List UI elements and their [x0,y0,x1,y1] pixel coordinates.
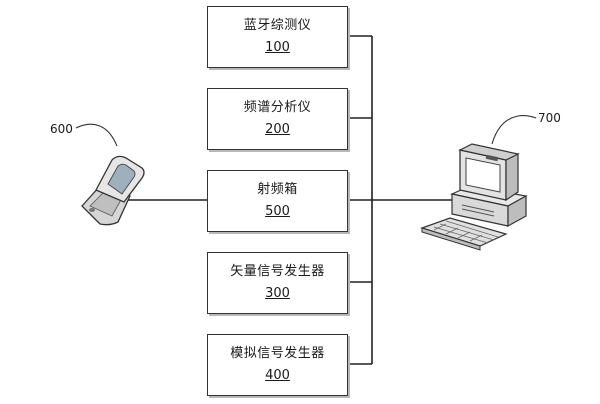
computer-leader-line [491,115,537,145]
bluetooth-tester-block: 蓝牙综测仪 100 [207,6,348,68]
spectrum-analyzer-block: 频谱分析仪 200 [207,88,348,150]
block-name: 矢量信号发生器 [230,264,325,279]
block-name: 模拟信号发生器 [230,346,325,361]
block-number: 400 [265,368,290,383]
analog-signal-generator-block: 模拟信号发生器 400 [207,334,348,396]
desktop-computer-icon [420,143,528,251]
phone-leader-line [75,123,118,147]
block-name: 频谱分析仪 [243,100,312,115]
mobile-phone-icon [81,155,145,226]
computer-ref-label: 700 [538,111,561,125]
block-number: 100 [265,40,290,55]
block-name: 蓝牙综测仪 [243,18,312,33]
block-name: 射频箱 [257,182,298,197]
vector-signal-generator-block: 矢量信号发生器 300 [207,252,348,314]
block-number: 500 [265,204,290,219]
block-number: 200 [265,122,290,137]
phone-ref-label: 600 [50,122,73,136]
block-number: 300 [265,286,290,301]
rf-box-block: 射频箱 500 [207,170,348,232]
